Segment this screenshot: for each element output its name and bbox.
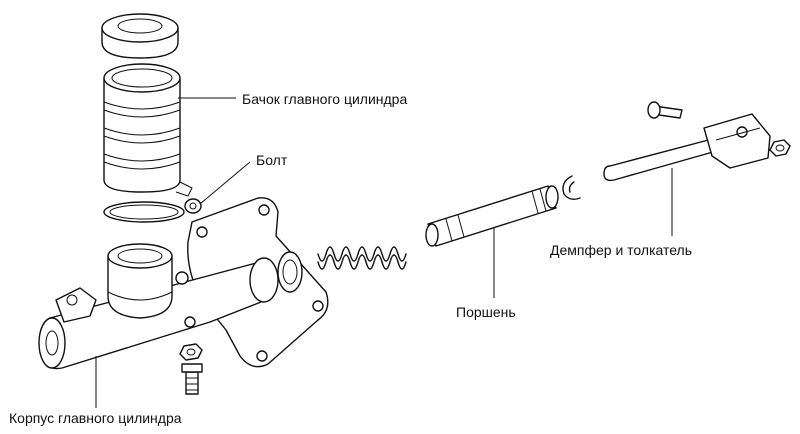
bolt-washer <box>184 198 202 214</box>
clevis-pin <box>647 101 683 119</box>
label-bolt: Болт <box>256 152 288 168</box>
cylinder-body <box>38 243 303 370</box>
bottom-screw <box>181 363 203 395</box>
label-piston: Поршень <box>456 304 516 320</box>
leader-lines <box>95 97 673 408</box>
reservoir-body <box>103 63 193 197</box>
pushrod <box>603 113 771 182</box>
reservoir-cap <box>101 13 179 59</box>
label-cylinder-body: Корпус главного цилиндра <box>9 410 182 426</box>
o-ring <box>103 201 185 223</box>
pushrod-nut <box>769 139 791 157</box>
return-spring <box>317 246 407 270</box>
bottom-nut <box>179 343 203 361</box>
label-reservoir: Бачок главного цилиндра <box>242 91 408 107</box>
piston <box>425 185 559 247</box>
label-damper-pushrod: Демпфер и толкатель <box>550 242 693 258</box>
retaining-clip <box>562 175 581 201</box>
